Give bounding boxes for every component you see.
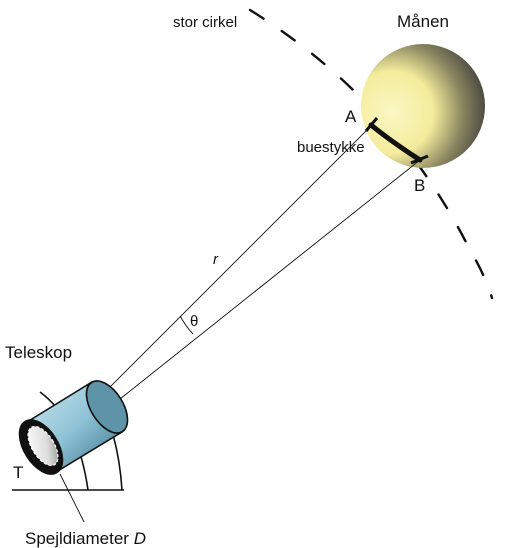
moon-label: Månen [397,12,449,31]
arc-length-label: buestykke [297,139,365,156]
telescope-point-label: T [13,463,23,482]
mirror [27,425,59,467]
mirror-diameter-symbol: D [134,529,146,548]
telescope-tube [18,380,129,475]
moon-disc [361,44,485,168]
endpoint-mark-a [364,117,379,132]
great-circle-label: stor cirkel [173,14,237,31]
great-circle-arc [248,8,494,300]
mirror-leader-line [59,473,85,523]
distance-label: r [213,251,219,268]
endpoint-mark-b [410,154,429,165]
mirror-diameter-label: Spejldiameter D [25,529,146,548]
point-b-label: B [414,176,425,195]
arc-segment-ab [368,122,423,163]
angle-label: θ [190,313,198,330]
angle-arc [179,315,194,335]
mirror-diameter-text: Spejldiameter [25,529,129,548]
point-a-label: A [345,107,357,126]
telescope-label: Teleskop [5,343,72,362]
